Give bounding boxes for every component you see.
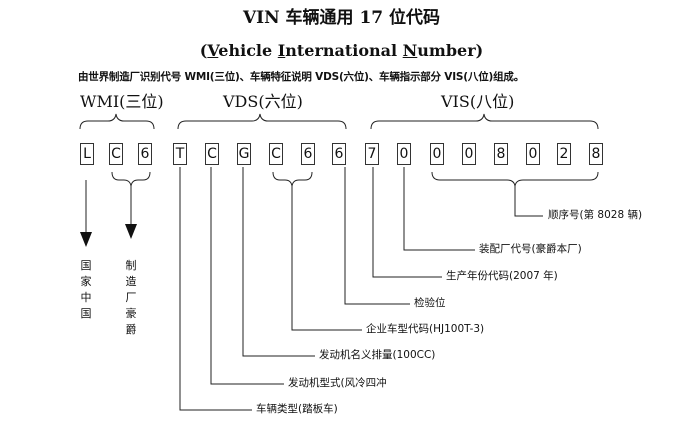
vin-char-9: 6 (332, 143, 346, 165)
vin-char-17: 8 (589, 143, 603, 165)
wmi-group-label: WMI(三位) (80, 92, 164, 111)
model-code-label: 企业车型代码(HJ100T-3) (366, 323, 485, 335)
arrowheads (80, 224, 137, 247)
vds-group-label: VDS(六位) (223, 92, 303, 111)
vin-char-10: 7 (365, 143, 379, 165)
vin-char-1: L (80, 143, 94, 165)
manufacturer-label: 制造厂豪爵 (125, 259, 137, 336)
vin-char-8: 6 (301, 143, 315, 165)
vin-char-15: 0 (526, 143, 540, 165)
vin-char-2: C (109, 143, 123, 165)
displacement-label: 发动机名义排量(100CC) (319, 349, 436, 361)
vehicle-type-label: 车辆类型(踏板车) (256, 403, 338, 415)
vin-char-7: C (269, 143, 283, 165)
diagram-subtitle: (Vehicle International Number) (199, 41, 484, 60)
vin-char-11: 0 (397, 143, 411, 165)
vin-char-6: G (237, 143, 251, 165)
vis-group-label: VIS(八位) (441, 92, 515, 111)
vin-char-13: 0 (462, 143, 476, 165)
country-label: 国家中国 (80, 259, 92, 320)
vin-char-12: 0 (430, 143, 444, 165)
vin-description: 由世界制造厂识别代号 WMI(三位)、车辆特征说明 VDS(六位)、车辆指示部分… (78, 71, 524, 83)
sequence-label: 顺序号(第 8028 辆) (548, 209, 643, 221)
year-label: 生产年份代码(2007 年) (446, 270, 558, 282)
diagram-title: VIN 车辆通用 17 位代码 (242, 8, 441, 28)
vin-char-14: 8 (494, 143, 508, 165)
engine-type-label: 发动机型式(风冷四冲 (288, 377, 387, 389)
vin-char-5: C (205, 143, 219, 165)
plant-label: 装配厂代号(豪爵本厂) (479, 243, 582, 255)
vin-char-3: 6 (138, 143, 152, 165)
vin-char-16: 2 (557, 143, 571, 165)
check-digit-label: 检验位 (414, 297, 446, 309)
vin-char-4: T (173, 143, 187, 165)
